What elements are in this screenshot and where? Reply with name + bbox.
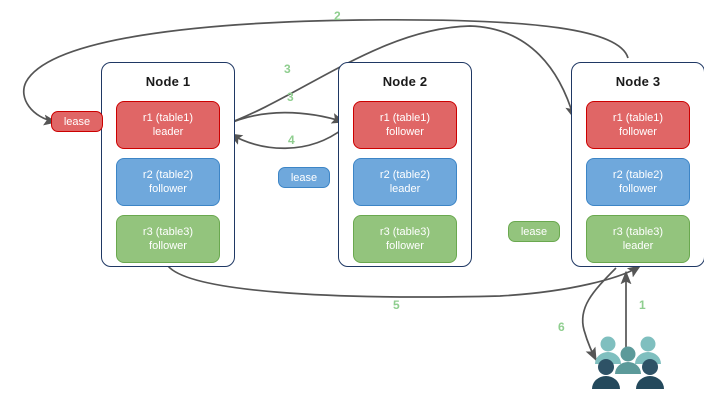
replica-role: follower [619,183,657,195]
replica-role: leader [622,240,654,252]
lease-badge-r2[interactable]: lease [278,167,330,188]
edge-label-3b: 3 [287,90,294,104]
edge-label-5: 5 [393,298,400,312]
replica-r1[interactable]: r1 (table1) follower [353,101,457,149]
replica-r3[interactable]: r3 (table3) follower [116,215,220,263]
replica-r3[interactable]: r3 (table3) follower [353,215,457,263]
replica-name: r2 (table2) [612,169,664,181]
lease-badge-r3[interactable]: lease [508,221,560,242]
replica-name: r1 (table1) [379,112,431,124]
replica-role: follower [149,240,187,252]
replica-role: leader [389,183,421,195]
node-card-node-1[interactable]: Node 1 r1 (table1) leader r2 (table2) fo… [101,62,235,267]
replica-r1[interactable]: r1 (table1) leader [116,101,220,149]
replica-list: r1 (table1) follower r2 (table2) leader … [353,101,457,272]
replica-r2[interactable]: r2 (table2) follower [116,158,220,206]
replica-name: r3 (table3) [612,226,664,238]
replica-role: follower [386,126,424,138]
node-card-node-3[interactable]: Node 3 r1 (table1) follower r2 (table2) … [571,62,704,267]
edge-label-2: 2 [334,9,341,23]
edge-label-3a: 3 [284,62,291,76]
replica-list: r1 (table1) follower r2 (table2) followe… [586,101,690,272]
replica-r1[interactable]: r1 (table1) follower [586,101,690,149]
lease-label: lease [520,225,548,238]
edge-label-6: 6 [558,320,565,334]
replica-name: r1 (table1) [612,112,664,124]
replica-role: follower [386,240,424,252]
replica-r3[interactable]: r3 (table3) leader [586,215,690,263]
lease-label: lease [63,115,91,128]
replica-list: r1 (table1) leader r2 (table2) follower … [116,101,220,272]
node-title: Node 3 [615,74,661,89]
replica-r2[interactable]: r2 (table2) leader [353,158,457,206]
replica-name: r3 (table3) [379,226,431,238]
users-icon [592,336,664,389]
edge-4 [228,127,345,150]
lease-label: lease [290,171,318,184]
replica-role: leader [152,126,184,138]
lease-badge-r1[interactable]: lease [51,111,103,132]
replica-name: r1 (table1) [142,112,194,124]
node-title: Node 2 [382,74,428,89]
edge-label-1: 1 [639,298,646,312]
replica-name: r3 (table3) [142,226,194,238]
replica-role: follower [619,126,657,138]
edge-3-to-node2 [225,111,346,126]
replica-name: r2 (table2) [379,169,431,181]
replica-name: r2 (table2) [142,169,194,181]
replica-role: follower [149,183,187,195]
edge-label-4: 4 [288,133,295,147]
replica-r2[interactable]: r2 (table2) follower [586,158,690,206]
node-title: Node 1 [145,74,191,89]
node-card-node-2[interactable]: Node 2 r1 (table1) follower r2 (table2) … [338,62,472,267]
